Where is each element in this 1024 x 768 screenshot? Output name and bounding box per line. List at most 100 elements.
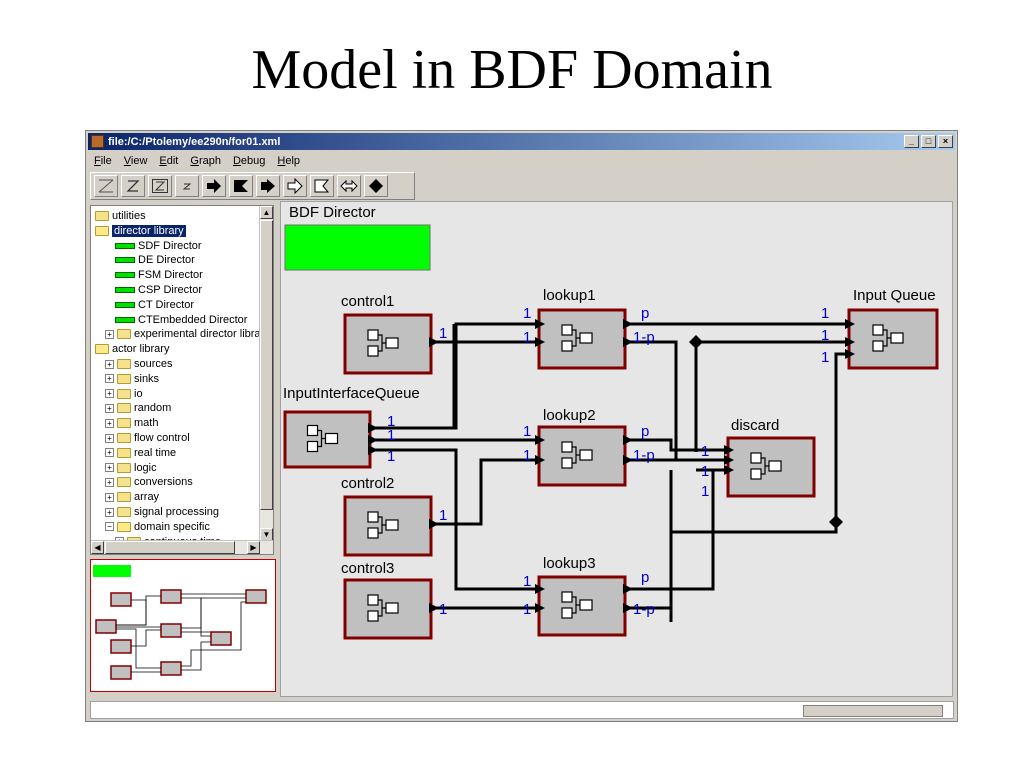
tree-expander-icon[interactable]: +: [105, 492, 114, 502]
pause-button[interactable]: [229, 175, 253, 197]
input-port[interactable]: [845, 337, 855, 347]
go-button[interactable]: [202, 175, 226, 197]
graph-overview-panel[interactable]: [90, 559, 276, 692]
zoom-fit-button[interactable]: [94, 175, 118, 197]
stop-outline-button[interactable]: [310, 175, 334, 197]
menu-view[interactable]: View: [123, 155, 148, 167]
library-item-de-director[interactable]: DE Director: [115, 253, 195, 267]
input-port[interactable]: [535, 435, 545, 445]
window-titlebar[interactable]: file:/C:/Ptolemy/ee290n/for01.xml _ □ ×: [88, 133, 955, 150]
tree-expander-icon[interactable]: +: [105, 507, 114, 517]
zoom-box-button[interactable]: [148, 175, 172, 197]
relay-diamond[interactable]: [689, 335, 703, 349]
scroll-thumb[interactable]: [260, 220, 273, 510]
wire-control2-lookup2[interactable]: [436, 458, 539, 526]
graph-canvas[interactable]: BDF Director: [280, 201, 953, 697]
menu-graph[interactable]: Graph: [190, 155, 221, 167]
tree-expander-icon[interactable]: +: [105, 477, 114, 487]
input-port[interactable]: [845, 319, 855, 329]
hscroll-thumb[interactable]: [105, 541, 235, 554]
library-item-random[interactable]: +random: [105, 401, 171, 415]
tree-expander-icon[interactable]: +: [105, 359, 114, 369]
scroll-up-button[interactable]: ▲: [260, 206, 273, 219]
wire-inputqueue-3[interactable]: [669, 352, 849, 622]
library-item-real-time[interactable]: +real time: [105, 446, 176, 460]
maximize-button[interactable]: □: [921, 135, 936, 148]
input-port[interactable]: [535, 455, 545, 465]
input-port[interactable]: [535, 319, 545, 329]
scroll-left-button[interactable]: ◀: [91, 541, 104, 554]
library-item-logic[interactable]: +logic: [105, 461, 157, 475]
output-port[interactable]: [368, 445, 378, 455]
menu-debug[interactable]: Debug: [232, 155, 266, 167]
resume-button[interactable]: [256, 175, 280, 197]
tree-expander-icon[interactable]: +: [105, 403, 114, 413]
library-item-utilities[interactable]: utilities: [95, 209, 146, 223]
input-port[interactable]: [535, 603, 545, 613]
output-port[interactable]: [623, 337, 633, 347]
model-graph[interactable]: BDF Director: [281, 202, 954, 698]
relay-diamond[interactable]: [829, 515, 843, 529]
wire-control1-lookup1[interactable]: [436, 322, 539, 344]
zoom-reset-button[interactable]: [121, 175, 145, 197]
library-item-io[interactable]: +io: [105, 387, 143, 401]
library-item-math[interactable]: +math: [105, 416, 158, 430]
tree-expander-icon[interactable]: +: [105, 329, 114, 339]
library-item-sources[interactable]: +sources: [105, 357, 173, 371]
output-port[interactable]: [368, 435, 378, 445]
tree-expander-icon[interactable]: −: [105, 522, 114, 532]
wire-iiq-lookup3[interactable]: [372, 448, 539, 591]
wire-lookup3-1p[interactable]: [626, 470, 673, 610]
output-port[interactable]: [429, 603, 439, 613]
wire-lookup1-1p[interactable]: [626, 340, 728, 462]
wire-lookup2-p[interactable]: [626, 438, 728, 452]
output-port[interactable]: [623, 435, 633, 445]
bdf-director-icon[interactable]: [284, 224, 431, 271]
zoom-small-button[interactable]: [175, 175, 199, 197]
tree-expander-icon[interactable]: +: [105, 448, 114, 458]
library-item-csp-director[interactable]: CSP Director: [115, 283, 202, 297]
input-port[interactable]: [724, 465, 734, 475]
library-vertical-scrollbar[interactable]: ▲ ▼: [259, 206, 273, 542]
pause-outline-button[interactable]: [337, 175, 361, 197]
minimize-button[interactable]: _: [904, 135, 919, 148]
step-button[interactable]: [283, 175, 307, 197]
library-item-sinks[interactable]: +sinks: [105, 372, 159, 386]
tree-expander-icon[interactable]: +: [105, 463, 114, 473]
library-item-array[interactable]: +array: [105, 490, 159, 504]
library-item-ctembedded-director[interactable]: CTEmbedded Director: [115, 313, 247, 327]
library-item-fsm-director[interactable]: FSM Director: [115, 268, 203, 282]
actor-body[interactable]: [537, 308, 627, 370]
library-horizontal-scrollbar[interactable]: ◀ ▶: [91, 540, 273, 554]
library-item-experimental-director-libra[interactable]: +experimental director libra: [105, 327, 261, 341]
input-port[interactable]: [724, 455, 734, 465]
tree-expander-icon[interactable]: +: [105, 389, 114, 399]
input-port[interactable]: [845, 349, 855, 359]
output-port[interactable]: [623, 319, 633, 329]
library-item-director-library[interactable]: director library: [95, 224, 186, 238]
output-port[interactable]: [368, 423, 378, 433]
menu-file[interactable]: File: [94, 155, 112, 167]
library-item-flow-control[interactable]: +flow control: [105, 431, 190, 445]
library-item-sdf-director[interactable]: SDF Director: [115, 239, 202, 253]
output-port[interactable]: [623, 603, 633, 613]
close-button[interactable]: ×: [938, 135, 953, 148]
wire-iiq-lookup1-second[interactable]: [372, 340, 539, 430]
scroll-right-button[interactable]: ▶: [247, 541, 260, 554]
menu-help[interactable]: Help: [277, 155, 301, 167]
menu-edit[interactable]: Edit: [159, 155, 179, 167]
stop-button[interactable]: [364, 175, 388, 197]
library-item-ct-director[interactable]: CT Director: [115, 298, 194, 312]
output-port[interactable]: [623, 455, 633, 465]
input-port[interactable]: [724, 445, 734, 455]
input-port[interactable]: [535, 584, 545, 594]
